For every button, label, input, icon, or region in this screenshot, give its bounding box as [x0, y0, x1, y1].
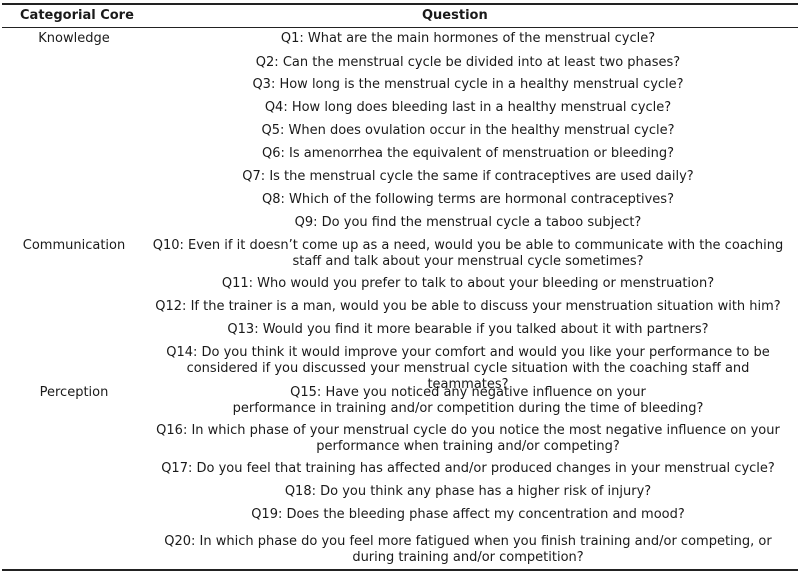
question-q11: Q11: Who would you prefer to talk to abo…	[150, 276, 786, 292]
question-line: Q17: Do you feel that training has affec…	[161, 461, 775, 476]
question-q8: Q8: Which of the following terms are hor…	[150, 192, 786, 208]
question-q14: Q14: Do you think it would improve your …	[150, 345, 786, 393]
question-line: during training and/or competition?	[352, 550, 584, 565]
question-line: Q11: Who would you prefer to talk to abo…	[221, 276, 715, 291]
core-knowledge: Knowledge	[38, 31, 110, 46]
header-categorial-core: Categorial Core	[20, 8, 134, 23]
question-line: Q14: Do you think it would improve your …	[166, 345, 770, 360]
question-line: Q1: What are the main hormones of the me…	[280, 31, 656, 46]
question-line: Q7: Is the menstrual cycle the same if c…	[242, 169, 694, 184]
table-top-rule	[2, 3, 798, 5]
question-line: Q5: When does ovulation occur in the hea…	[261, 123, 675, 138]
question-q12: Q12: If the trainer is a man, would you …	[150, 299, 786, 315]
question-line: Q12: If the trainer is a man, would you …	[155, 299, 781, 314]
question-line: Q16: In which phase of your menstrual cy…	[156, 423, 780, 438]
question-q6: Q6: Is amenorrhea the equivalent of mens…	[150, 146, 786, 162]
question-q20: Q20: In which phase do you feel more fat…	[150, 534, 786, 566]
question-line: performance when training and/or competi…	[316, 439, 620, 454]
question-line: Q8: Which of the following terms are hor…	[262, 192, 674, 207]
table-bottom-rule	[2, 569, 798, 571]
question-line: Q20: In which phase do you feel more fat…	[164, 534, 772, 549]
question-q16: Q16: In which phase of your menstrual cy…	[150, 423, 786, 455]
question-q3: Q3: How long is the menstrual cycle in a…	[150, 77, 786, 93]
question-line: performance in training and/or competiti…	[232, 401, 704, 416]
table-header-rule	[2, 27, 798, 28]
question-q15: Q15: Have you noticed any negative influ…	[150, 385, 786, 417]
question-line: Q10: Even if it doesn’t come up as a nee…	[152, 238, 784, 253]
question-line: Q15: Have you noticed any negative influ…	[290, 385, 646, 400]
question-q10: Q10: Even if it doesn’t come up as a nee…	[150, 238, 786, 270]
question-line: Q3: How long is the menstrual cycle in a…	[252, 77, 684, 92]
question-line: Q2: Can the menstrual cycle be divided i…	[255, 55, 681, 70]
question-q5: Q5: When does ovulation occur in the hea…	[150, 123, 786, 139]
question-q13: Q13: Would you find it more bearable if …	[150, 322, 786, 338]
question-q17: Q17: Do you feel that training has affec…	[150, 461, 786, 477]
question-q9: Q9: Do you find the menstrual cycle a ta…	[150, 215, 786, 231]
question-line: Q18: Do you think any phase has a higher…	[284, 484, 652, 499]
question-line: staff and talk about your menstrual cycl…	[292, 254, 644, 269]
question-line: Q13: Would you find it more bearable if …	[227, 322, 709, 337]
question-line: considered if you discussed your menstru…	[186, 361, 750, 392]
question-q4: Q4: How long does bleeding last in a hea…	[150, 100, 786, 116]
question-q19: Q19: Does the bleeding phase affect my c…	[150, 507, 786, 523]
question-line: Q6: Is amenorrhea the equivalent of mens…	[261, 146, 674, 161]
header-question: Question	[422, 8, 488, 23]
question-line: Q19: Does the bleeding phase affect my c…	[251, 507, 685, 522]
core-perception: Perception	[39, 385, 109, 400]
question-q18: Q18: Do you think any phase has a higher…	[150, 484, 786, 500]
question-line: Q4: How long does bleeding last in a hea…	[264, 100, 672, 115]
question-q7: Q7: Is the menstrual cycle the same if c…	[150, 169, 786, 185]
question-line: Q9: Do you find the menstrual cycle a ta…	[294, 215, 642, 230]
question-q1: Q1: What are the main hormones of the me…	[150, 31, 786, 47]
question-q2: Q2: Can the menstrual cycle be divided i…	[150, 55, 786, 71]
core-communication: Communication	[22, 238, 126, 253]
